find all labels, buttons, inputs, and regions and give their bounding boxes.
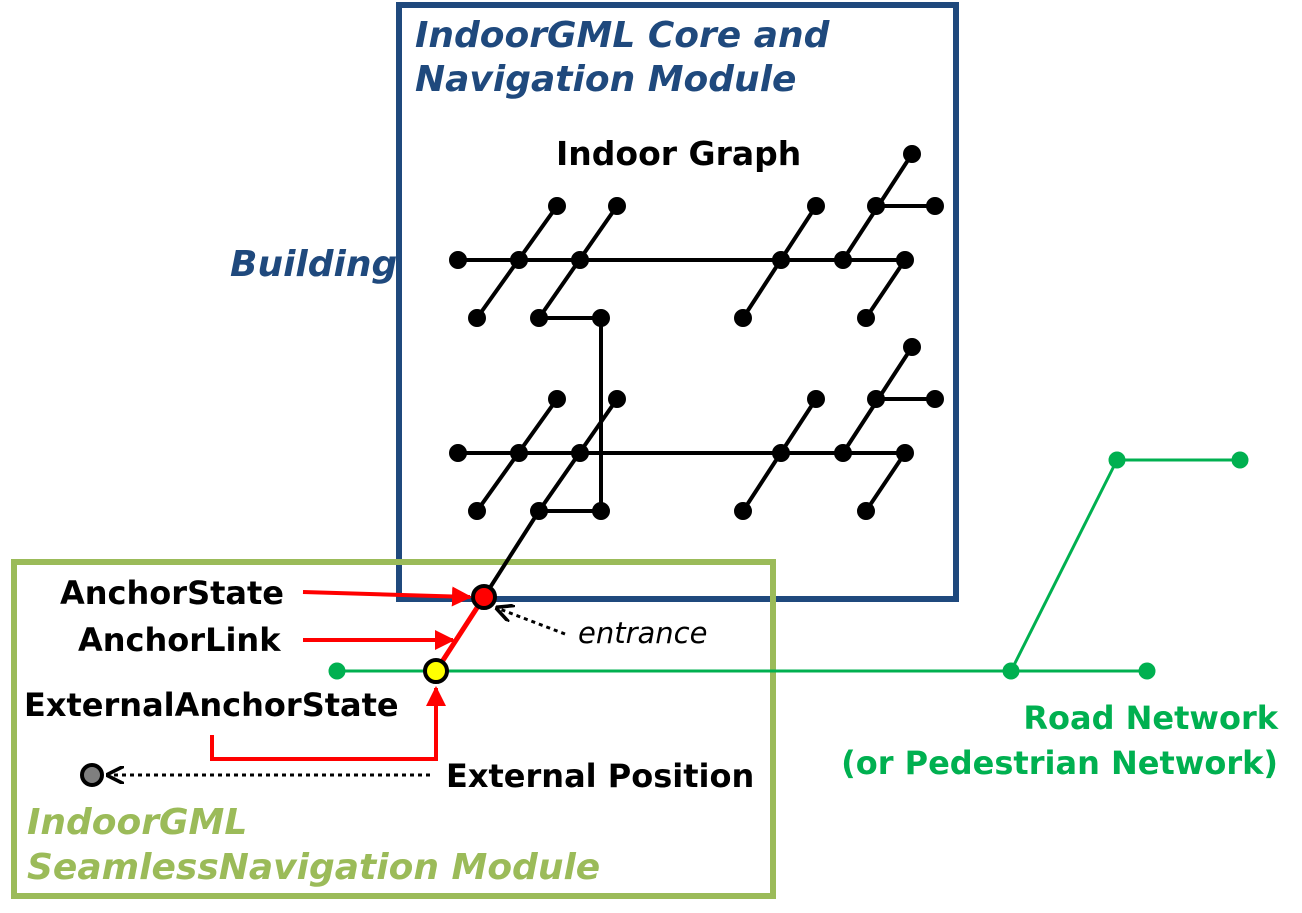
external-position-node <box>80 763 104 787</box>
core-module-title-line1: IndoorGML Core and <box>415 15 831 56</box>
seamless-module-box <box>11 559 776 899</box>
road-network-graph <box>328 451 1249 680</box>
lower-floor-graph <box>449 338 944 599</box>
road-network-label-line1: Road Network <box>1023 699 1278 737</box>
anchor-state-node <box>471 584 497 610</box>
core-module-box <box>396 2 959 602</box>
entrance-arrow <box>497 608 566 636</box>
core-module-title-line2: Navigation Module <box>415 59 796 100</box>
indoor-graph-label: Indoor Graph <box>556 134 801 173</box>
external-anchor-state-arrow <box>210 686 446 761</box>
external-anchor-state-node <box>423 658 449 684</box>
seamless-module-title-line2: SeamlessNavigation Module <box>27 847 600 888</box>
external-anchor-state-label: ExternalAnchorState <box>24 686 399 724</box>
indoor-graph <box>449 145 944 599</box>
seamless-module-title-line1: IndoorGML <box>27 802 247 843</box>
anchor-link-label: AnchorLink <box>78 621 281 659</box>
anchor-link-edge <box>433 595 487 673</box>
anchor-state-arrow <box>302 586 472 607</box>
entrance-label: entrance <box>578 616 707 650</box>
building-label: Building <box>230 244 397 285</box>
external-position-label: External Position <box>446 757 754 795</box>
road-network-label-line2: (or Pedestrian Network) <box>841 744 1278 782</box>
anchor-state-label: AnchorState <box>60 574 284 612</box>
upper-floor-graph <box>449 145 944 511</box>
